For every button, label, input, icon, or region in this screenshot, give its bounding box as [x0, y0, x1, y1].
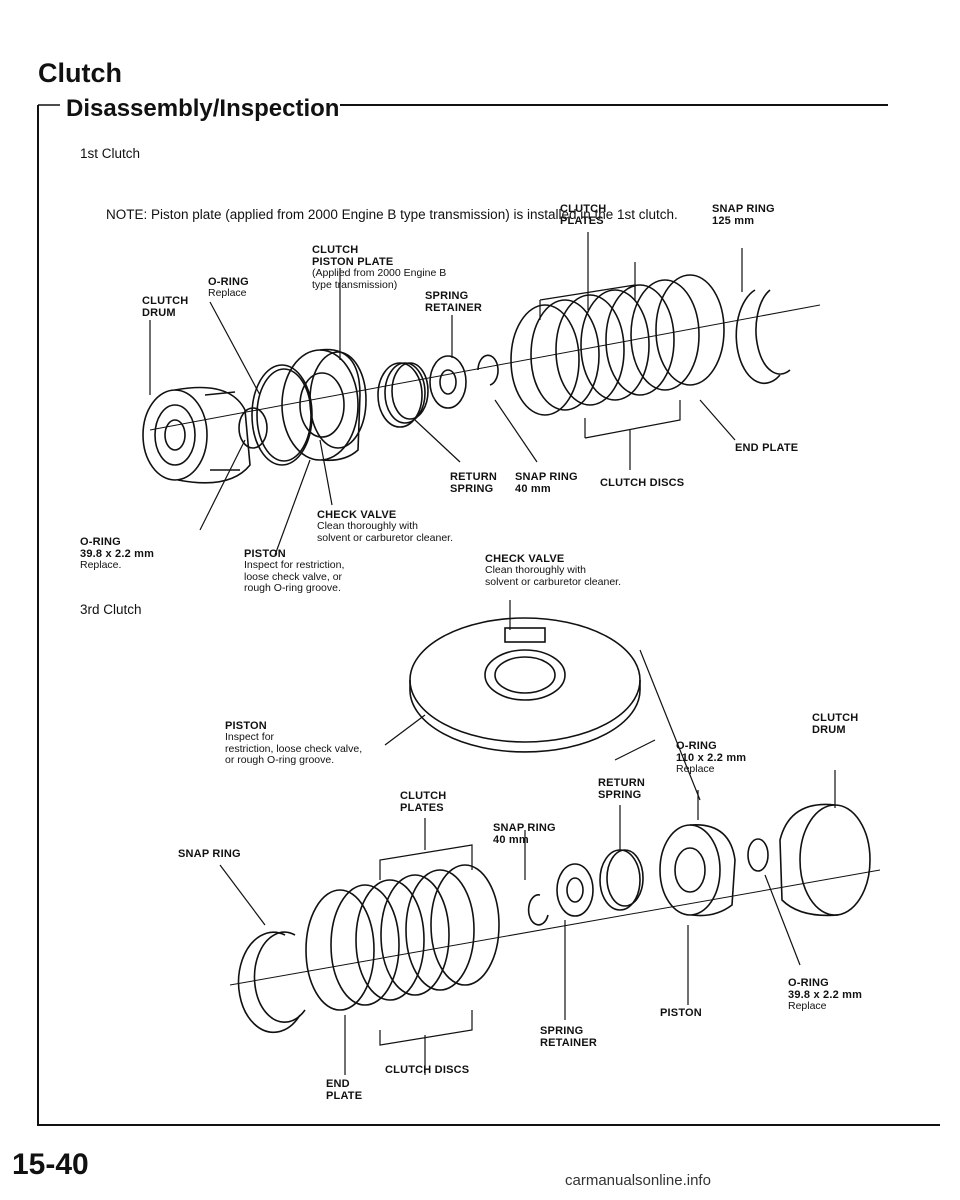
label-piston-1st-note: Inspect for restriction, loose check val…: [244, 559, 345, 594]
page-number: 15-40: [12, 1148, 89, 1181]
label-clutch-drum-3rd: CLUTCH DRUM: [812, 712, 859, 736]
label-clutch-discs-3rd: CLUTCH DISCS: [385, 1064, 470, 1076]
clutch-drum-1st: [142, 386, 251, 484]
page-title: Clutch: [38, 58, 122, 88]
label-clutch-plates-3rd: CLUTCH PLATES: [400, 790, 447, 814]
label-o-ring-110-note: Replace: [676, 763, 715, 775]
label-piston-3rd-note: Inspect for restriction, loose check val…: [225, 731, 363, 766]
label-clutch-discs-1st: CLUTCH DISCS: [600, 477, 685, 489]
label-o-ring-39-3rd-note: Replace: [788, 1000, 827, 1012]
label-piston-plate-note: (Applied from 2000 Engine B type transmi…: [312, 267, 447, 291]
label-check-valve-1st-note: Clean thoroughly with solvent or carbure…: [317, 520, 453, 544]
clutch-plate-stack-3rd: [305, 864, 500, 1011]
label-piston-3rd: PISTON: [225, 720, 267, 732]
label-snap-ring-40-3rd: SNAP RING 40 mm: [493, 822, 556, 846]
label-check-valve-3rd-note: Clean thoroughly with solvent or carbure…: [485, 564, 621, 588]
label-o-ring-39-3rd: O-RING 39.8 x 2.2 mm: [788, 977, 863, 1001]
first-clutch-title: 1st Clutch: [80, 146, 141, 161]
label-clutch-piston-plate: CLUTCH PISTON PLATE: [312, 244, 394, 268]
label-return-spring-3rd: RETURN SPRING: [598, 777, 646, 801]
label-clutch-drum-1st: CLUTCH DRUM: [142, 295, 189, 319]
label-o-ring-39-1st: O-RING 39.8 x 2.2 mm: [80, 536, 155, 560]
piston-3rd: [409, 617, 641, 753]
label-spring-retainer-3rd: SPRING RETAINER: [540, 1025, 598, 1049]
label-return-spring-1st: RETURN SPRING: [450, 471, 498, 495]
label-clutch-plates-1st: CLUTCH PLATES: [560, 203, 607, 227]
clutch-plate-stack-1st: [510, 274, 725, 416]
label-snap-ring-40-1st: SNAP RING 40 mm: [515, 471, 578, 495]
label-spring-retainer-1st: SPRING RETAINER: [425, 290, 483, 314]
label-check-valve-1st: CHECK VALVE: [317, 509, 397, 521]
third-clutch-title: 3rd Clutch: [80, 602, 142, 617]
watermark: carmanualsonline.info: [565, 1172, 711, 1189]
label-end-plate-1st: END PLATE: [735, 442, 799, 454]
first-clutch-note: NOTE: Piston plate (applied from 2000 En…: [106, 207, 678, 222]
label-check-valve-3rd: CHECK VALVE: [485, 553, 565, 565]
label-o-ring-1st-note: Replace: [208, 287, 247, 299]
label-snap-ring-3rd: SNAP RING: [178, 848, 241, 860]
label-end-plate-3rd: END PLATE: [326, 1078, 363, 1102]
label-o-ring-39-1st-note: Replace.: [80, 559, 122, 571]
label-piston-2-3rd: PISTON: [660, 1007, 702, 1019]
section-title: Disassembly/Inspection: [66, 95, 340, 122]
label-o-ring-110: O-RING 110 x 2.2 mm: [676, 740, 747, 764]
label-o-ring-1st: O-RING: [208, 276, 249, 288]
label-piston-1st: PISTON: [244, 548, 286, 560]
label-snap-ring-125: SNAP RING 125 mm: [712, 203, 775, 227]
